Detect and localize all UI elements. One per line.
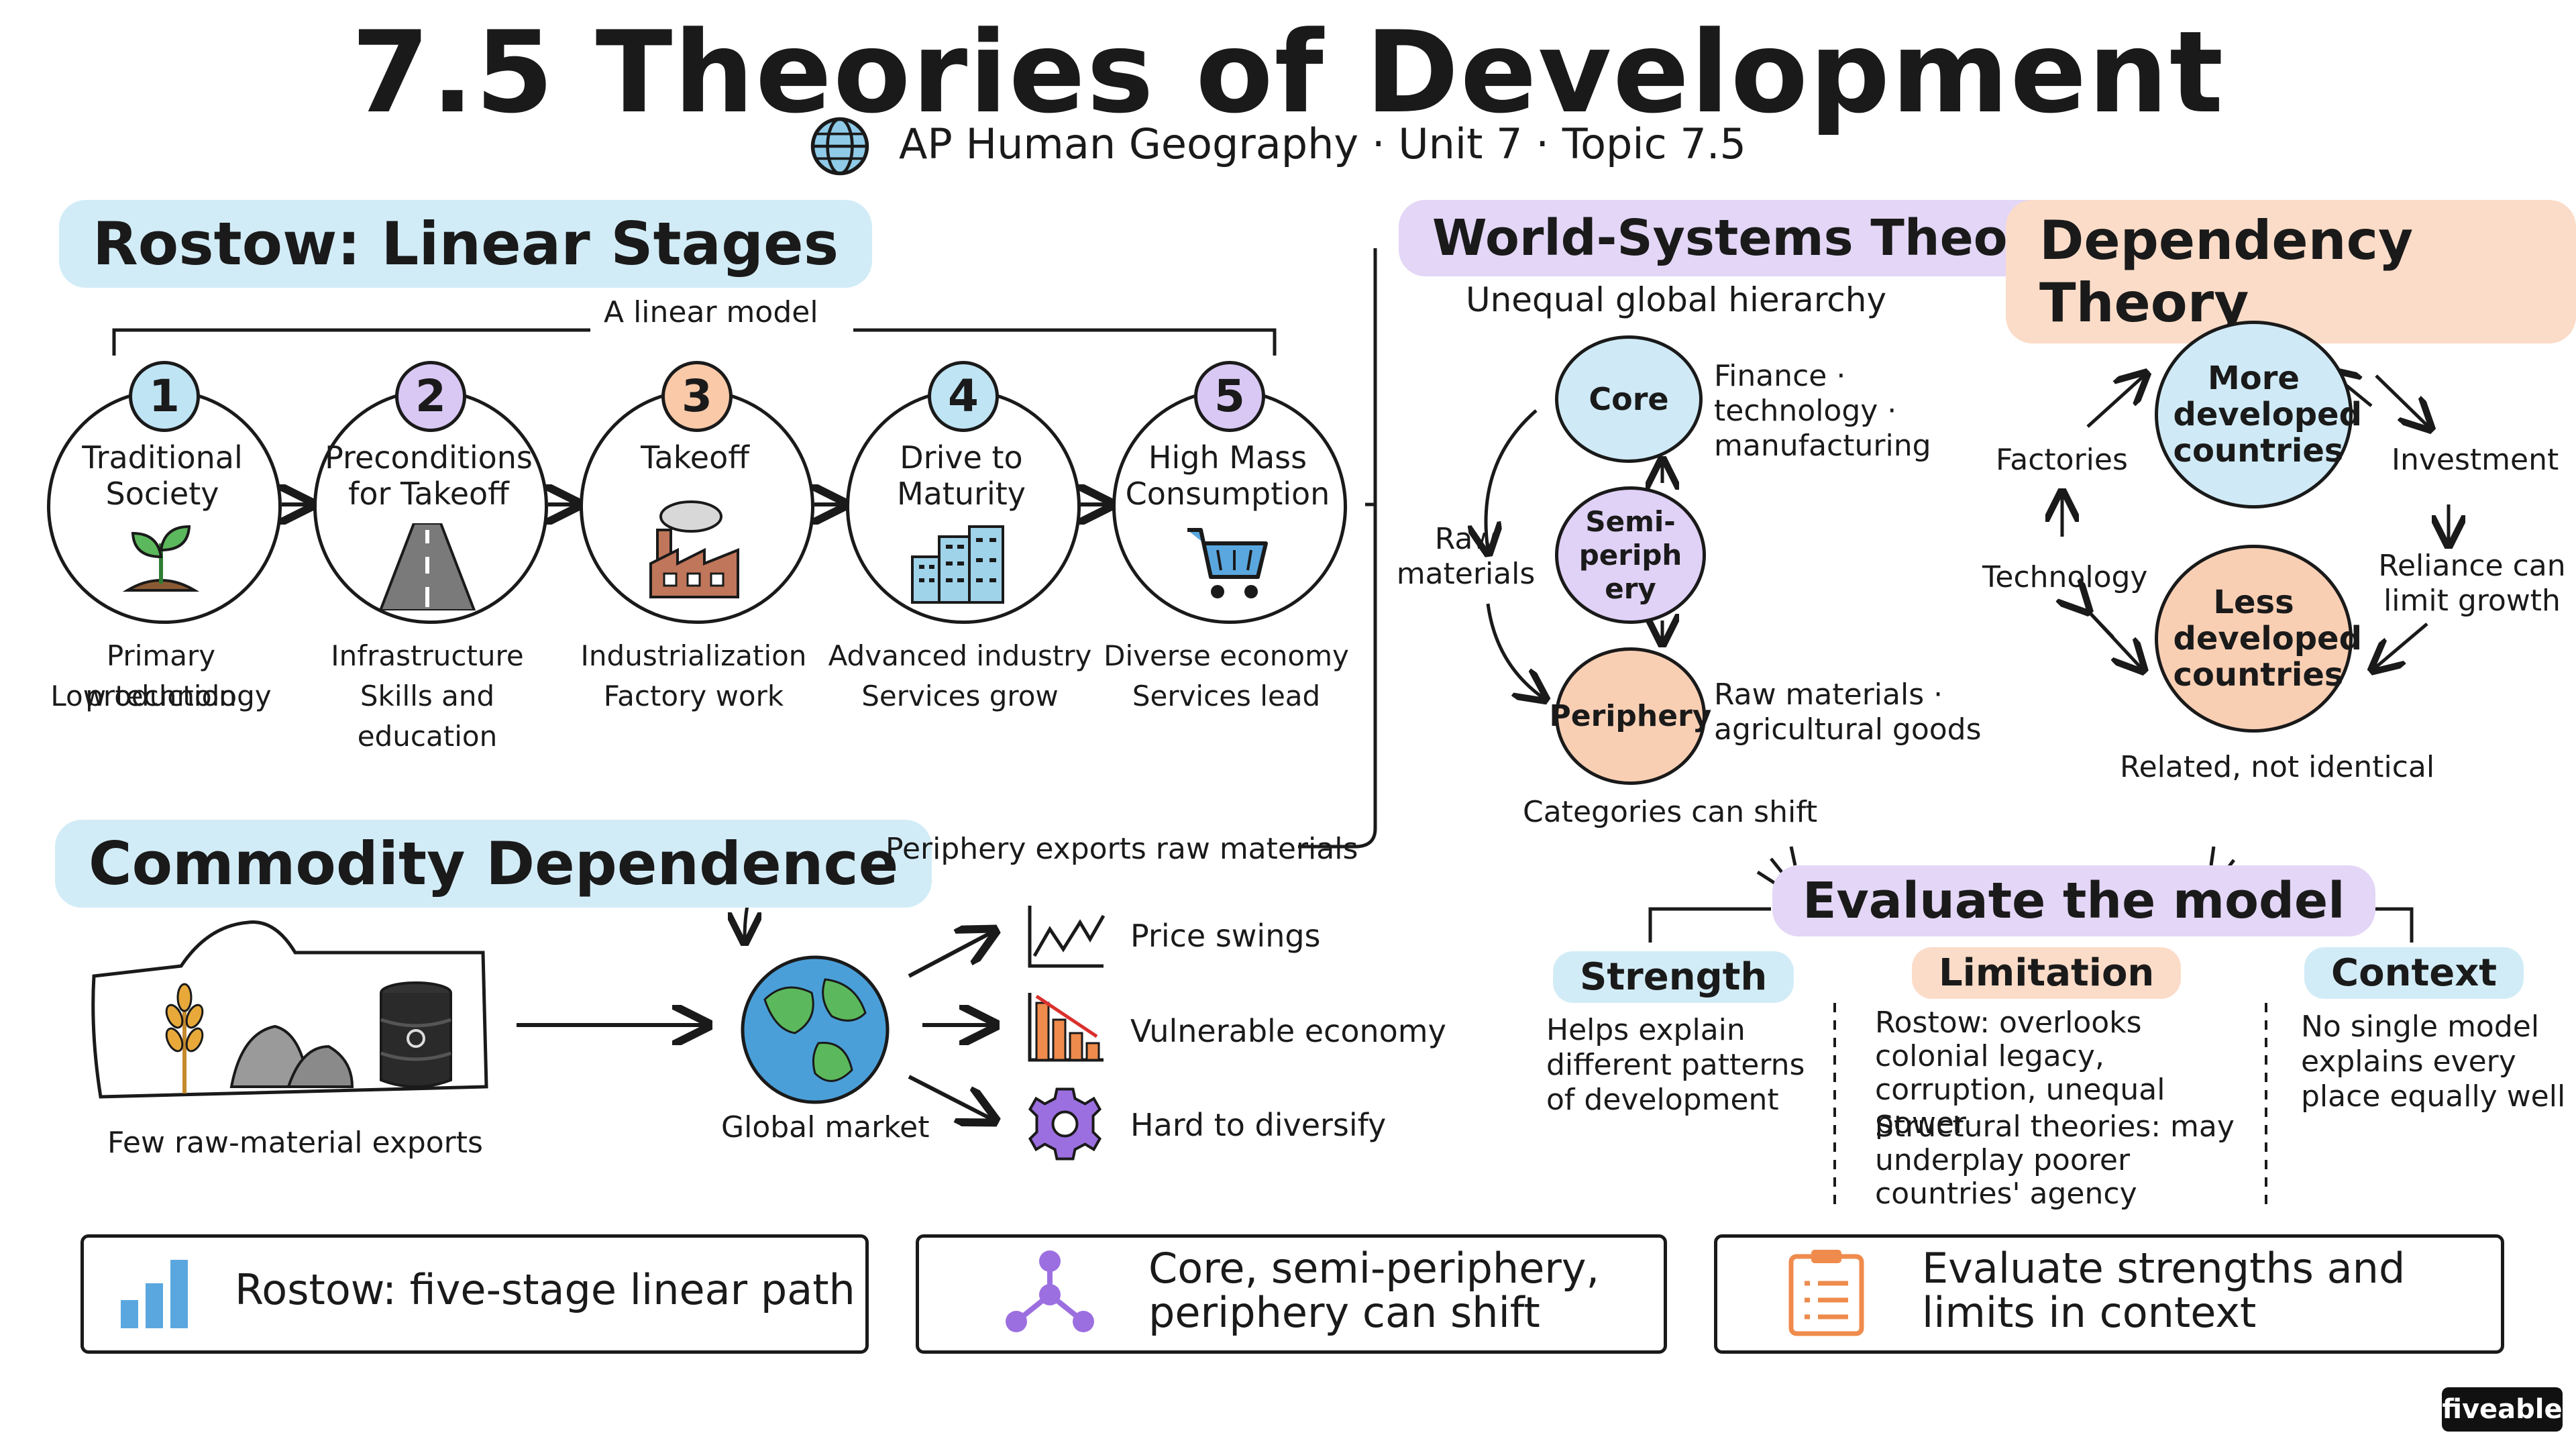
periphery-node: Periphery xyxy=(1550,647,1711,785)
shopping-cart-icon xyxy=(1187,528,1268,598)
effect-price-swings: Price swings xyxy=(1130,918,1321,954)
stage-4-name: Drive to Maturity xyxy=(896,439,1026,512)
effect-hard-to-diversify: Hard to diversify xyxy=(1130,1107,1387,1143)
stage-1-name: Traditional Society xyxy=(82,439,243,512)
oil-barrel-icon xyxy=(380,981,452,1088)
buildings-icon xyxy=(911,525,1004,604)
network-icon xyxy=(1006,1250,1094,1332)
investment-label: Investment xyxy=(2392,443,2559,477)
categories-shift-note: Categories can shift xyxy=(1523,795,1818,829)
line-chart-icon xyxy=(1028,906,1106,968)
factory-icon xyxy=(649,500,739,598)
page-title: 7.5 Theories of Development xyxy=(351,7,2225,138)
technology-label: Technology xyxy=(1982,560,2148,594)
reliance-label: Reliance can limit growth xyxy=(2378,549,2566,618)
limitation-text-1: Rostow: overlooks colonial legacy, corru… xyxy=(1875,1006,2165,1140)
limitation-text-2: Structural theories: may underplay poore… xyxy=(1875,1110,2235,1211)
stage-5-badge: 5 xyxy=(1194,361,1265,432)
limitation-heading: Limitation xyxy=(1912,947,2182,999)
stage-3-name: Takeoff xyxy=(641,439,749,476)
stage-2-desc2: Skills and education xyxy=(357,680,498,753)
stage-3-badge: 3 xyxy=(661,361,733,432)
summary-text-2: Core, semi-periphery, periphery can shif… xyxy=(1148,1244,1600,1337)
core-note: Finance · technology · manufacturing xyxy=(1714,359,1931,463)
factories-label: Factories xyxy=(1996,443,2128,477)
rocks-icon xyxy=(229,1024,354,1088)
declining-bar-chart-icon xyxy=(1028,993,1104,1062)
semi-periphery-label: Semi-periphery xyxy=(1578,504,1682,605)
gear-icon xyxy=(1028,1087,1102,1161)
commodity-title: Commodity Dependence xyxy=(55,820,932,908)
less-developed-node: Less developed countries xyxy=(2155,545,2362,733)
periphery-note: Raw materials · agricultural goods xyxy=(1714,678,1982,747)
world-systems-title: World-Systems Theory xyxy=(1399,200,2098,276)
stage-3-desc1: Industrialization xyxy=(580,639,807,672)
stage-1-desc2: Low technology xyxy=(50,680,272,712)
clipboard-icon xyxy=(1788,1250,1864,1336)
more-developed-label: More developed countries xyxy=(2173,360,2362,470)
sprout-icon xyxy=(122,525,200,592)
wheat-icon xyxy=(165,983,204,1093)
evaluate-title: Evaluate the model xyxy=(1772,865,2375,936)
core-label: Core xyxy=(1589,381,1669,417)
less-developed-label: Less developed countries xyxy=(2173,584,2362,694)
context-text: No single model explains every place equ… xyxy=(2301,1010,2566,1114)
rostow-title: Rostow: Linear Stages xyxy=(59,200,873,288)
stage-4-desc2: Services grow xyxy=(861,680,1059,712)
global-market-label: Global market xyxy=(721,1110,930,1144)
related-note: Related, not identical xyxy=(2120,750,2435,784)
more-developed-node: More developed countries xyxy=(2155,321,2362,508)
stage-5-name: High Mass Consumption xyxy=(1125,439,1330,512)
periphery-exports-label: Periphery exports raw materials xyxy=(885,832,1358,866)
strength-text: Helps explain different patterns of deve… xyxy=(1546,1013,1805,1117)
stage-4-desc1: Advanced industry xyxy=(828,639,1092,672)
bar-chart-icon xyxy=(121,1260,188,1328)
globe-icon xyxy=(741,955,890,1104)
stage-2-desc1: Infrastructure xyxy=(331,639,524,672)
road-icon xyxy=(378,523,476,610)
summary-text-1: Rostow: five-stage linear path xyxy=(235,1265,855,1314)
stage-5-desc2: Services lead xyxy=(1132,680,1321,712)
exports-label: Few raw-material exports xyxy=(107,1126,483,1160)
stage-5-desc1: Diverse economy xyxy=(1104,639,1349,672)
summary-text-3: Evaluate strengths and limits in context xyxy=(1922,1244,2406,1337)
stage-2-badge: 2 xyxy=(395,361,466,432)
stage-1-desc1: Primary production xyxy=(85,639,237,712)
linear-model-label: A linear model xyxy=(604,295,818,329)
strength-heading: Strength xyxy=(1553,951,1794,1003)
core-node: Core xyxy=(1555,335,1703,463)
stage-4-badge: 4 xyxy=(928,361,999,432)
stage-1-badge: 1 xyxy=(129,361,200,432)
semi-periphery-node: Semi-periphery xyxy=(1555,486,1706,624)
raw-materials-label: Raw materials xyxy=(1396,522,1536,591)
stage-2-name: Preconditions for Takeoff xyxy=(325,439,533,512)
fiveable-logo[interactable]: fiveable xyxy=(2442,1387,2563,1432)
stage-3-desc2: Factory work xyxy=(603,680,784,712)
dependency-title: Dependency Theory xyxy=(2006,200,2576,343)
periphery-label: Periphery xyxy=(1549,699,1712,733)
world-systems-subtitle: Unequal global hierarchy xyxy=(1466,280,1887,319)
effect-vulnerable-economy: Vulnerable economy xyxy=(1130,1013,1446,1049)
context-heading: Context xyxy=(2304,947,2524,999)
summary-box-1 xyxy=(80,1234,869,1354)
globe-icon xyxy=(810,117,869,176)
page-subtitle: AP Human Geography · Unit 7 · Topic 7.5 xyxy=(899,119,1746,168)
